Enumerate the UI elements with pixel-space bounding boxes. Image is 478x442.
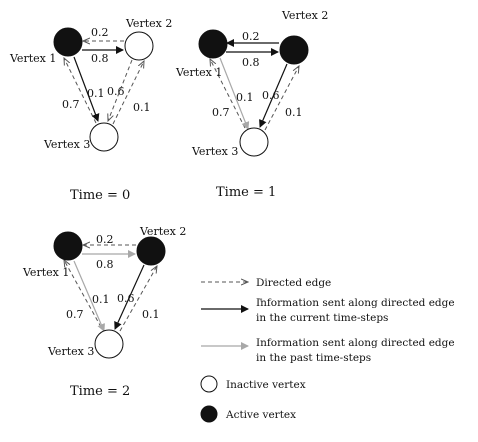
legend-active-vertex-swatch (200, 405, 218, 423)
edge-v3-to-v2 (264, 66, 299, 131)
legend: Directed edge - Information sent along d… (200, 277, 455, 423)
weight-v3-to-v1: 0.7 (66, 308, 84, 321)
vertex-1-label: Vertex 1 (9, 52, 56, 65)
legend-current-label-line1: Information sent along directed edge (256, 297, 455, 309)
legend-current-label-line2: in the current time-steps (256, 312, 388, 324)
vertex-3-label: Vertex 3 (43, 138, 90, 151)
legend-inactive-vertex-swatch (200, 375, 218, 393)
edge-v3-to-v2 (119, 266, 157, 332)
legend-directed-edge-label: Directed edge (256, 277, 331, 289)
vertex-1-label: Vertex 1 (22, 266, 69, 279)
vertex-2-label: Vertex 2 (125, 17, 172, 30)
weight-v1-to-v2: 0.8 (96, 258, 114, 271)
panel-time-1: Vertex 1 Vertex 2 Vertex 3 0.2 0.8 0.7 0… (175, 9, 328, 200)
legend-active-vertex-label: Active vertex (225, 409, 296, 421)
vertex-3-label: Vertex 3 (191, 145, 238, 158)
weight-v3-to-v1: 0.7 (62, 98, 80, 111)
legend-inactive-vertex-label: Inactive vertex (226, 379, 306, 391)
weight-v3-to-v1: 0.7 (212, 106, 230, 119)
vertex-3 (94, 329, 124, 359)
vertex-1 (53, 231, 83, 261)
weight-v1-to-v2: 0.8 (91, 52, 109, 65)
edge-v3-to-v2 (112, 61, 144, 125)
legend-past-label-line2: in the past time-steps (256, 352, 371, 364)
weight-v3-to-v2: 0.1 (285, 106, 303, 119)
vertex-1-label: Vertex 1 (175, 66, 222, 79)
weight-v3-to-v2: 0.1 (133, 101, 151, 114)
vertex-3 (239, 127, 269, 157)
weight-v3-to-v2: 0.1 (142, 308, 160, 321)
vertex-3 (89, 122, 119, 152)
edge-v1-to-v3 (73, 260, 105, 332)
edge-v1-to-v3 (73, 56, 100, 122)
vertex-2 (279, 35, 309, 65)
panel-time-2: Vertex 1 Vertex 2 Vertex 3 0.2 0.8 0.7 0… (22, 225, 186, 399)
panel-time-0: Vertex 1 Vertex 2 Vertex 3 0.2 0.8 0.7 0… (9, 17, 172, 203)
panel-caption: Time = 1 (216, 185, 276, 200)
vertex-3-label: Vertex 3 (47, 345, 94, 358)
weight-v2-to-v3: 0.6 (107, 85, 125, 98)
weight-v2-to-v1: 0.2 (91, 26, 109, 39)
legend-current-marker: - (259, 293, 263, 305)
vertex-1 (53, 27, 83, 57)
edge-v2-to-v3 (259, 63, 288, 128)
edge-v2-to-v3 (114, 264, 145, 330)
vertex-2 (124, 31, 154, 61)
edge-v2-to-v3 (108, 59, 133, 121)
vertex-1 (198, 29, 228, 59)
panel-caption: Time = 0 (70, 188, 130, 203)
weight-v1-to-v2: 0.8 (242, 56, 260, 69)
weight-v1-to-v3: 0.1 (87, 87, 105, 100)
edge-v1-to-v3 (219, 57, 250, 130)
edge-v3-to-v1 (64, 58, 97, 124)
vertex-2 (136, 236, 166, 266)
weight-v1-to-v3: 0.1 (92, 293, 110, 306)
weight-v2-to-v1: 0.2 (242, 30, 260, 43)
weight-v1-to-v3: 0.1 (236, 91, 254, 104)
weight-v2-to-v3: 0.6 (117, 292, 135, 305)
legend-past-label-line1: Information sent along directed edge (256, 337, 455, 349)
vertex-2-label: Vertex 2 (281, 9, 328, 22)
weight-v2-to-v1: 0.2 (96, 233, 114, 246)
edge-v3-to-v1 (210, 59, 246, 129)
weight-v2-to-v3: 0.6 (262, 89, 280, 102)
edge-v3-to-v1 (64, 260, 102, 328)
vertex-2-label: Vertex 2 (139, 225, 186, 238)
panel-caption: Time = 2 (70, 384, 130, 399)
